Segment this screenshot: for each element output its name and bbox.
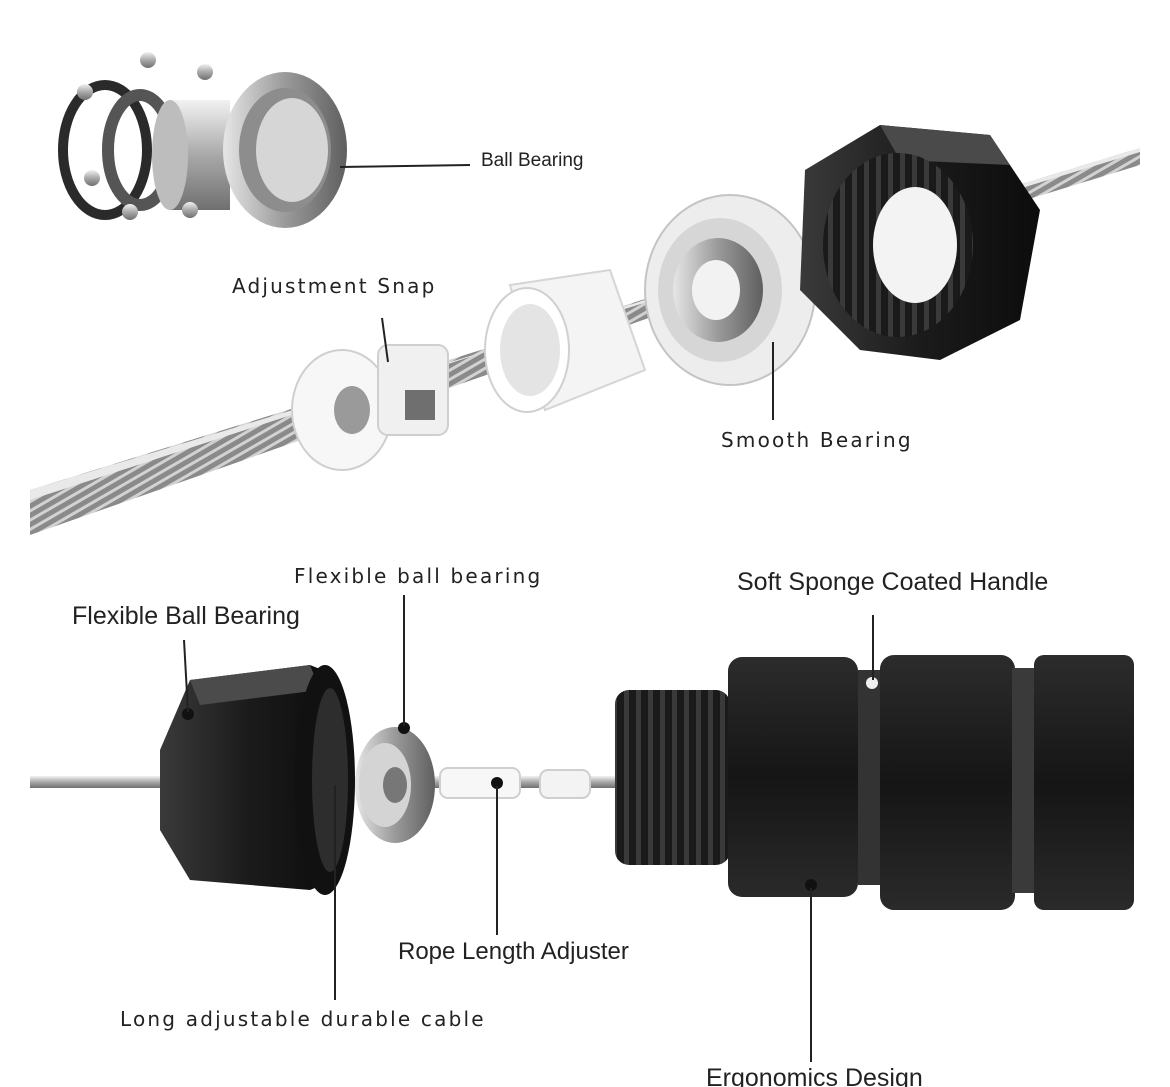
bottom-leader-lines — [183, 595, 874, 1062]
flexible-ball-bearing-upper-label: Flexible ball bearing — [294, 564, 543, 588]
flexible-ball-bearing-leader — [183, 639, 189, 713]
adjustment-snap-label: Adjustment Snap — [232, 274, 437, 298]
white-spacer — [484, 268, 647, 413]
smooth-bearing-label: Smooth Bearing — [721, 428, 913, 452]
adjustment-snap-leader — [381, 317, 389, 363]
top-handle-cap — [800, 125, 1040, 360]
bottom-ball-bearing — [355, 722, 435, 843]
flexible-ball-bearing-label: Flexible Ball Bearing — [72, 602, 300, 630]
rope-length-adjuster-label: Rope Length Adjuster — [398, 938, 629, 965]
bottom-handle — [615, 655, 1134, 910]
bottom-end-cap — [160, 665, 355, 895]
ball-bearing-label: Ball Bearing — [481, 150, 584, 171]
long-cable-label: Long adjustable durable cable — [120, 1007, 486, 1031]
smooth-bearing-part — [644, 194, 816, 386]
ball-bearing-exploded — [58, 52, 347, 228]
adjustment-snap-ring — [291, 344, 449, 471]
bottom-length-adjuster — [439, 767, 591, 799]
soft-sponge-handle-label: Soft Sponge Coated Handle — [737, 568, 1049, 596]
ball-bearing-leader — [339, 164, 471, 168]
top-leader-lines — [339, 164, 774, 420]
ergonomics-design-label: Ergonomics Design — [706, 1064, 923, 1087]
